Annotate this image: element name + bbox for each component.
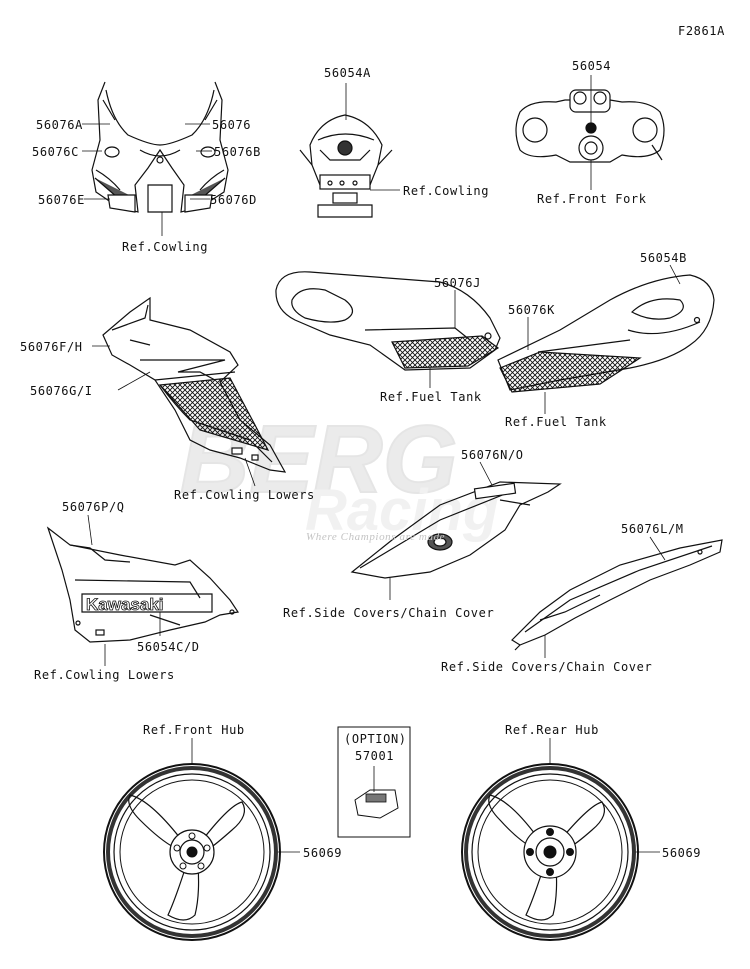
rear-wheel-drawing [461,763,639,941]
tail-cowl-drawing [299,114,393,218]
ref-front-hub-label: Ref.Front Hub [143,723,245,737]
part-57001-label[interactable]: 57001 [355,749,395,763]
ref-front-fork-label: Ref.Front Fork [537,192,647,206]
front-upper-cowl-drawing [91,81,229,213]
option-box [337,726,411,838]
part-56076FH-label[interactable]: 56076F/H [20,340,83,354]
part-56076B-label[interactable]: 56076B [214,145,261,159]
part-56076-label[interactable]: 56076 [212,118,252,132]
part-56054CD-label[interactable]: 56054C/D [137,640,200,654]
part-56069-front-label[interactable]: 56069 [303,846,343,860]
ref-side-covers-1-label: Ref.Side Covers/Chain Cover [283,606,495,620]
part-56076PQ-label[interactable]: 56076P/Q [62,500,125,514]
part-56069-rear-label[interactable]: 56069 [662,846,702,860]
ref-fuel-tank-2-label: Ref.Fuel Tank [505,415,607,429]
ref-cowling-top-label: Ref.Cowling [403,184,490,198]
ref-cowling-lowers-1-label: Ref.Cowling Lowers [174,488,315,502]
part-56054B-label[interactable]: 56054B [640,251,687,265]
ref-fuel-tank-1-label: Ref.Fuel Tank [380,390,482,404]
lower-cowl-drawing: Kawasaki [46,526,240,643]
watermark-racing: Racing [305,478,498,543]
front-cowl-leaders [82,123,212,236]
fuel-tank-right-cover-drawing [497,274,715,393]
side-fairing-leader-gi [117,371,151,391]
top-fork-clamp-drawing [515,89,665,163]
figure-id: F2861A [678,24,725,38]
rear-side-cover-leader [649,536,666,561]
part-56076NO-label[interactable]: 56076N/O [461,448,524,462]
part-56076E-label[interactable]: 56076E [38,193,85,207]
fuel-tank-right-leader-b [669,264,681,285]
part-56076A-label[interactable]: 56076A [36,118,83,132]
lower-cowl-leader-pq [87,514,93,546]
option-label: (OPTION) [344,732,407,746]
side-fairing-drawing [102,296,287,473]
watermark-tagline: Where Champions are made [306,531,446,543]
part-56076K-label[interactable]: 56076K [508,303,555,317]
part-56054-label[interactable]: 56054 [572,59,612,73]
side-fairing-ref-leader [244,457,256,487]
rear-side-cover-drawing [511,539,723,651]
part-56076C-label[interactable]: 56076C [32,145,79,159]
part-56076GI-label[interactable]: 56076G/I [30,384,93,398]
part-56054A-label[interactable]: 56054A [324,66,371,80]
part-56076J-label[interactable]: 56076J [434,276,481,290]
ref-side-covers-2-label: Ref.Side Covers/Chain Cover [441,660,653,674]
kawasaki-decal-text: Kawasaki [86,595,164,614]
ref-rear-hub-label: Ref.Rear Hub [505,723,599,737]
ref-cowling-lowers-2-label: Ref.Cowling Lowers [34,668,175,682]
front-wheel-drawing [103,763,281,941]
ref-cowling-left-label: Ref.Cowling [122,240,209,254]
part-56076LM-label[interactable]: 56076L/M [621,522,684,536]
part-56076D-label[interactable]: 56076D [210,193,257,207]
side-cover-center-drawing [350,481,562,579]
side-cover-center-leader [479,461,493,486]
